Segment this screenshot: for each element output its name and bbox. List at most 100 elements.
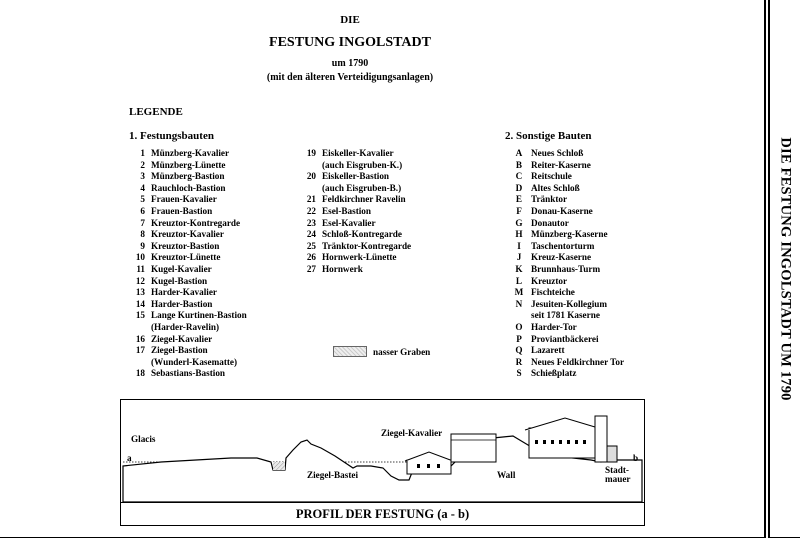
legend-item-text-line: Eiskeller-Bastion [322,171,390,182]
legend-item-text-line2: (auch Eisgruben-B.) [322,182,402,193]
legend-item-text-line: Kreuztor [531,275,568,286]
legend-item-text-line: Kreuztor-Kontregarde [151,217,241,228]
legend-item-text-line2: (Wunderl-Kasematte) [151,356,238,367]
legend-item-text: Eiskeller-Kavalier(auch Eisgruben-K.) [322,148,402,171]
legend-item-key: 18 [135,368,145,379]
legend-item-text-line: Neues Schloß [531,148,584,158]
legend-item-text: Altes Schloß [531,183,580,195]
legend-item-text: Harder-Bastion [151,299,212,311]
graben-label: nasser Graben [373,346,431,357]
legend-item: K Brunnhaus-Turm [512,264,624,276]
graben-legend: nasser Graben [333,346,430,357]
legend-item-key: 14 [135,298,145,309]
legend-item-text-line: Münzberg-Kavalier [151,148,230,158]
legend-item-text-line: Brunnhaus-Turm [531,263,601,274]
title-line-1: DIE [340,14,360,26]
section-sonstige-bauten-heading: 2. Sonstige Bauten [505,130,592,142]
legend-item-key: 15 [135,310,145,321]
legend-item-text-line2: seit 1781 Kaserne [531,310,600,321]
legend-item-text-line: Kreuz-Kaserne [531,252,592,263]
legend-item-text-line: Schießplatz [531,368,577,379]
legend-item-key: J [516,252,522,263]
legend-item-text: Schießplatz [531,368,576,380]
legend-item-key: 27 [306,263,316,274]
legend-item-text-line: Kreuztor-Lünette [151,252,221,263]
legend-item-text-line: Harder-Kavalier [151,287,217,298]
legend-item-key: 24 [306,229,316,240]
legend-item-text: Schloß-Kontregarde [322,229,402,241]
legend-item-text-line: Kugel-Bastion [151,275,208,286]
legend-item: 7 Kreuztor-Kontregarde [121,218,247,230]
legend-item-text-line: Donau-Kaserne [531,205,593,216]
legend-item-key: 13 [135,287,145,298]
legend-heading: LEGENDE [129,106,183,118]
legend-item-text: Kreuztor [531,276,567,288]
roof-kaserne [524,417,606,431]
legend-item-text: Lange Kurtinen-Bastion(Harder-Ravelin) [151,310,247,333]
legend-item-text-line2: (auch Eisgruben-K.) [322,159,403,170]
spine: DIE FESTUNG INGOLSTADT UM 1790 [768,0,800,538]
legend-item: 26 Hornwerk-Lünette [292,252,411,264]
legend-item-text-line: Proviantbäckerei [531,333,599,344]
legend-item-key: 16 [135,333,145,344]
moat-hatch [273,462,285,470]
building-kaserne [528,427,602,459]
legend-item-key: 11 [136,263,145,274]
legend-item-text-line: Esel-Bastion [322,205,372,216]
legend-item-text: Esel-Kavalier [322,218,376,230]
legend-item: 24 Schloß-Kontregarde [292,229,411,241]
legend-item-key: 7 [140,217,145,228]
profile-caption: PROFIL DER FESTUNG (a - b) [121,502,644,526]
legend-item-text-line: Jesuiten-Kollegium [531,298,608,309]
legend-item-key: F [516,205,522,216]
legend-item-text: Frauen-Kavalier [151,194,217,206]
legend-item-text: Donau-Kaserne [531,206,593,218]
legend-item-text-line: Ziegel-Bastion [151,345,208,356]
legend-item-key: D [515,182,523,193]
legend-item-text-line: Esel-Kavalier [322,217,376,228]
legend-item-text-line: Neues Feldkirchner Tor [531,356,625,367]
legend-item-text-line: Eiskeller-Kavalier [322,148,394,158]
legend-item-text-line: Kreuztor-Kavalier [151,229,224,240]
legend-item-key: 19 [306,148,316,158]
legend-item-key: 8 [140,229,145,240]
legend-item-text: Münzberg-Kavalier [151,148,229,160]
legend-item-key: R [515,356,523,367]
legend-item-key: I [517,240,521,251]
legend-item-text-line: Frauen-Bastion [151,205,213,216]
legend-item-text: Kreuztor-Kontregarde [151,218,240,230]
legend-item-text: Ziegel-Kavalier [151,334,212,346]
legend-item-text-line: Hornwerk-Lünette [322,252,397,263]
legend-item: 19 Eiskeller-Kavalier(auch Eisgruben-K.) [292,148,411,171]
label-point-b: b [633,453,639,463]
legend-item-key: 26 [306,252,316,263]
legend-item-key: M [514,287,524,298]
legend-item-key: 21 [306,194,316,205]
legend-item-text: Tränktor-Kontregarde [322,241,411,253]
legend-item-key: K [515,263,523,274]
legend-item-text: Taschentorturm [531,241,594,253]
legend-item-text-line: Schloß-Kontregarde [322,229,402,240]
kaserne-windows [417,440,586,468]
legend-item-text: Kreuz-Kaserne [531,252,591,264]
graben-swatch [333,346,367,357]
title-line-3: um 1790 [331,58,369,69]
tower [594,415,608,463]
legend-list-col2: 19 Eiskeller-Kavalier(auch Eisgruben-K.) 2… [292,148,411,276]
legend-item-text: Münzberg-Kaserne [531,229,608,241]
legend-item-text: Reitschule [531,171,572,183]
